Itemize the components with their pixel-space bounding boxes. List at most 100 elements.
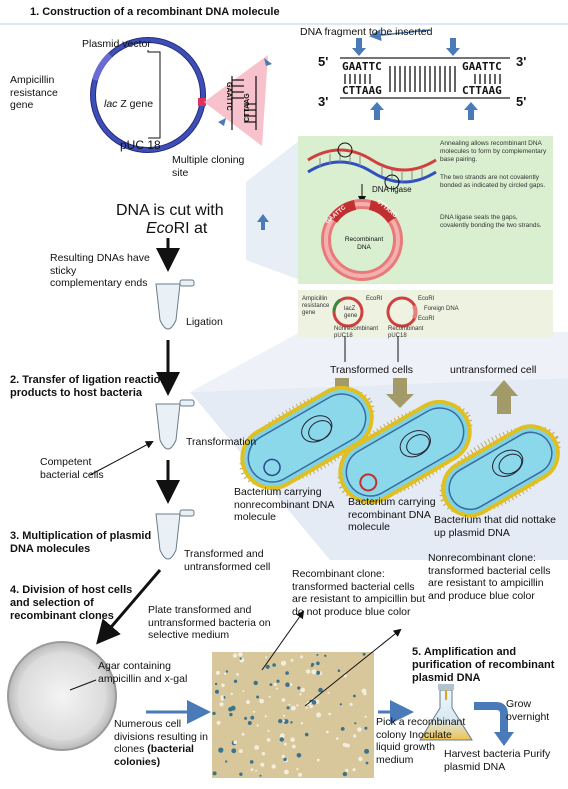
colony — [242, 690, 245, 693]
colony — [238, 652, 243, 657]
cut-arrows — [352, 38, 478, 120]
colony — [282, 714, 286, 717]
tubes — [155, 279, 195, 560]
dna-fragment-label: DNA fragment to be inserted — [300, 26, 433, 38]
colony — [276, 679, 280, 683]
foreign-dna-label: Foreign DNA — [424, 306, 459, 312]
colony — [221, 683, 225, 688]
colony — [269, 683, 273, 686]
colony — [281, 698, 286, 702]
colony — [230, 692, 233, 696]
colonies-text: (bacterial colonies) — [114, 743, 194, 768]
colony — [305, 706, 308, 709]
colony — [296, 704, 299, 707]
colony — [357, 727, 362, 732]
flask — [419, 684, 473, 741]
colony — [239, 657, 242, 660]
recombinant-dna-label: Recombinant DNA — [344, 236, 384, 251]
colony — [214, 682, 218, 686]
colony — [324, 654, 327, 657]
colony — [259, 774, 262, 777]
colony — [281, 660, 287, 666]
cut-line1: DNA is cut with — [116, 202, 224, 219]
colony — [241, 732, 245, 736]
competent-label: Competent bacterial cells — [40, 456, 104, 481]
colony — [336, 737, 339, 740]
colony — [233, 679, 238, 683]
colony — [253, 710, 256, 713]
lacz-rest: Z gene — [117, 98, 154, 110]
colony — [353, 734, 357, 738]
colony — [239, 772, 243, 776]
colony — [297, 686, 301, 690]
colony — [268, 695, 271, 698]
colony — [300, 687, 306, 693]
colony — [296, 753, 302, 758]
colony — [337, 669, 341, 672]
prime-5-bottom: 5' — [516, 94, 527, 109]
colony — [291, 744, 296, 749]
colony — [289, 683, 293, 687]
colony — [244, 716, 248, 720]
colony — [291, 705, 296, 711]
annealing-text2: The two strands are not covalently bonde… — [440, 174, 546, 189]
colony — [316, 758, 320, 762]
colony — [225, 760, 228, 763]
colony — [327, 692, 330, 694]
bacterium2-label: Bacterium carrying recombinant DNA molec… — [348, 496, 436, 533]
colony — [249, 760, 254, 764]
colony — [286, 706, 290, 710]
frag-top-right: GAATTC — [462, 60, 502, 73]
colony — [311, 669, 317, 675]
frag-bottom-right: CTTAAG — [462, 84, 502, 97]
untransformed-cell-label: untransformed cell — [450, 364, 537, 376]
grow-arrow — [474, 702, 508, 734]
ampicillin-gene-label: Ampicillin resistance gene — [10, 74, 58, 111]
colony — [254, 745, 260, 750]
colony — [231, 748, 237, 754]
colony — [266, 738, 271, 742]
nonrecombinant-clone-label: Nonrecombinant clone: transformed bacter… — [428, 552, 551, 602]
colony — [275, 687, 278, 690]
frag-top-left: GAATTC — [342, 60, 382, 73]
ligation-label: Ligation — [186, 316, 223, 328]
flow-arrows — [96, 238, 180, 645]
colony — [342, 771, 348, 777]
colony — [358, 756, 363, 762]
colony — [316, 670, 321, 675]
section2-title: 2. Transfer of ligation reaction product… — [10, 374, 168, 399]
colony — [284, 769, 289, 775]
grow-label: Grow overnight — [506, 698, 550, 723]
colony — [283, 742, 287, 746]
colony — [285, 671, 289, 675]
prime-3-bottom: 3' — [318, 94, 329, 109]
colony — [215, 670, 220, 675]
colony — [310, 665, 313, 668]
plasmid-amp-label: Ampicillin resistance gene — [302, 296, 330, 316]
colony — [216, 720, 221, 725]
colony — [364, 715, 367, 718]
colony — [354, 722, 357, 725]
agar-label: Agar containing ampicillin and x-gal — [98, 660, 188, 685]
petri-dish — [7, 641, 117, 751]
colony — [212, 771, 217, 776]
colony — [228, 707, 233, 712]
mcs-label: Multiple cloning site — [172, 154, 245, 179]
colony — [311, 700, 317, 705]
mcs-site-bottom: CTTAAG — [244, 93, 251, 122]
dna-fragment-ladder — [340, 57, 510, 99]
colony — [304, 732, 309, 737]
recombinant-clone-label: Recombinant clone: transformed bacterial… — [292, 568, 426, 618]
colony — [362, 652, 366, 656]
colony — [218, 747, 224, 753]
plate-label: Plate transformed and untransformed bact… — [148, 604, 271, 641]
colony — [253, 680, 258, 686]
colony — [250, 768, 254, 772]
colony — [365, 761, 369, 765]
prime-5-top: 5' — [318, 54, 329, 69]
harvest-label: Harvest bacteria Purify plasmid DNA — [444, 748, 551, 773]
transformation-label: Transformation — [186, 436, 257, 448]
section1-title: 1. Construction of a recombinant DNA mol… — [30, 6, 280, 18]
frag-bottom-left: CTTAAG — [342, 84, 382, 97]
